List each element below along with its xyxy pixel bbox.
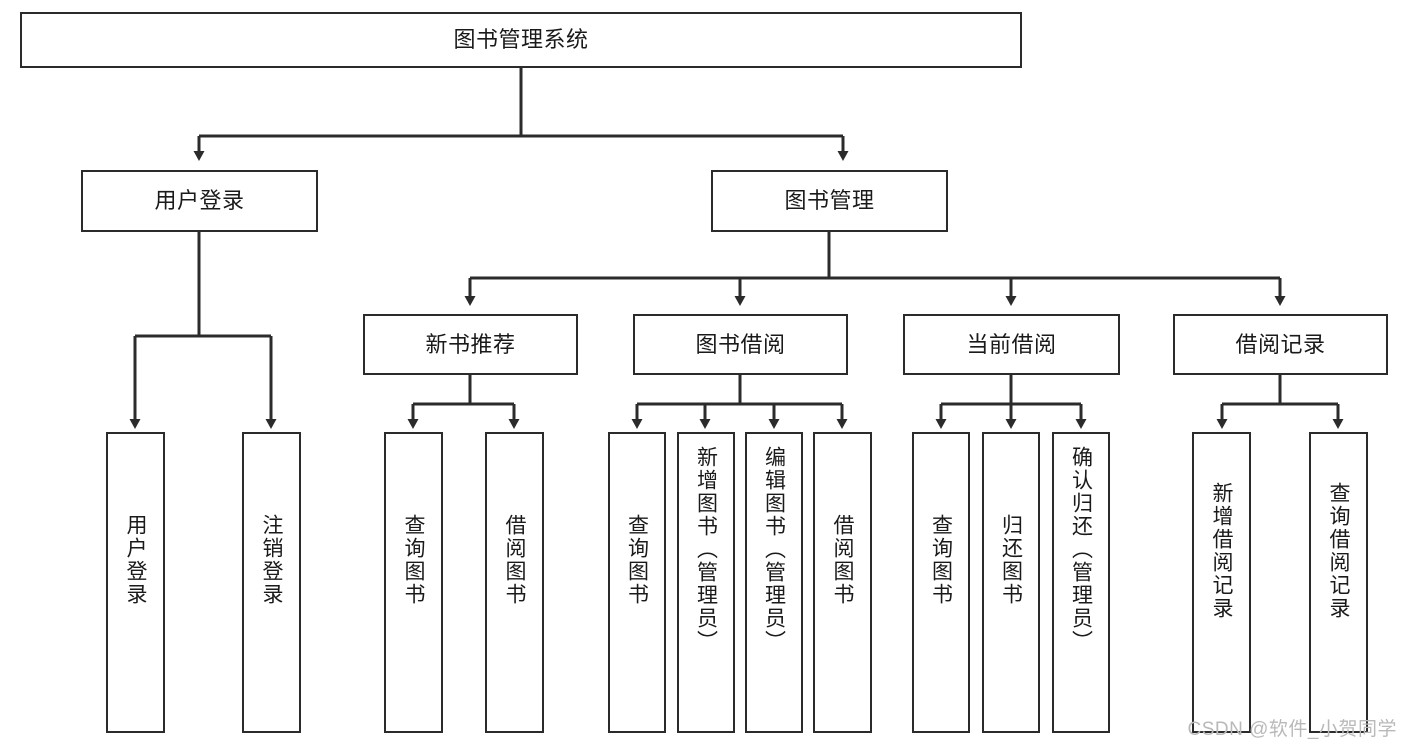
- watermark-text: CSDN @软件_小贺同学: [1187, 719, 1397, 740]
- node-leaf-query-record[interactable]: 查询借阅记录: [1309, 432, 1368, 733]
- node-leaf-user-login[interactable]: 用户登录: [106, 432, 165, 733]
- node-label: 查询图书: [402, 514, 425, 606]
- node-label: 查询图书: [929, 514, 953, 606]
- node-label: 新书推荐: [425, 331, 516, 357]
- node-label: 借阅记录: [1235, 331, 1326, 357]
- node-leaf-query-book-1[interactable]: 查询图书: [384, 432, 443, 733]
- node-label: 当前借阅: [966, 331, 1057, 357]
- node-label: 编辑图书（管理员）: [762, 446, 786, 653]
- node-user-login[interactable]: 用户登录: [81, 170, 318, 232]
- node-label: 确认归还（管理员）: [1069, 446, 1093, 653]
- node-leaf-logout-login[interactable]: 注销登录: [242, 432, 301, 733]
- node-leaf-borrow-book-2[interactable]: 借阅图书: [813, 432, 872, 733]
- node-book-borrow[interactable]: 图书借阅: [633, 314, 848, 375]
- node-leaf-confirm-return[interactable]: 确认归还（管理员）: [1052, 432, 1110, 733]
- node-label: 图书借阅: [695, 331, 786, 357]
- node-label: 借阅图书: [831, 514, 854, 606]
- node-label: 用户登录: [154, 188, 245, 214]
- node-label: 借阅图书: [503, 514, 526, 606]
- node-label: 图书管理: [784, 188, 875, 214]
- node-label: 图书管理系统: [453, 27, 589, 53]
- node-label: 新增图书（管理员）: [694, 446, 718, 653]
- node-leaf-return-book[interactable]: 归还图书: [982, 432, 1040, 733]
- node-label: 查询图书: [625, 514, 649, 606]
- node-leaf-add-record[interactable]: 新增借阅记录: [1192, 432, 1251, 733]
- node-label: 归还图书: [999, 514, 1023, 606]
- node-borrow-record[interactable]: 借阅记录: [1173, 314, 1388, 375]
- node-leaf-query-book-2[interactable]: 查询图书: [608, 432, 666, 733]
- node-leaf-edit-book[interactable]: 编辑图书（管理员）: [745, 432, 803, 733]
- node-label: 用户登录: [124, 514, 147, 606]
- node-label: 新增借阅记录: [1210, 482, 1233, 620]
- node-leaf-add-book[interactable]: 新增图书（管理员）: [677, 432, 735, 733]
- node-current-borrow[interactable]: 当前借阅: [903, 314, 1120, 375]
- node-new-book-recommend[interactable]: 新书推荐: [363, 314, 578, 375]
- node-root-system[interactable]: 图书管理系统: [20, 12, 1022, 68]
- node-leaf-query-book-3[interactable]: 查询图书: [912, 432, 970, 733]
- node-book-management[interactable]: 图书管理: [711, 170, 948, 232]
- node-label: 查询借阅记录: [1327, 482, 1350, 620]
- node-leaf-borrow-book-1[interactable]: 借阅图书: [485, 432, 544, 733]
- node-label: 注销登录: [260, 514, 283, 606]
